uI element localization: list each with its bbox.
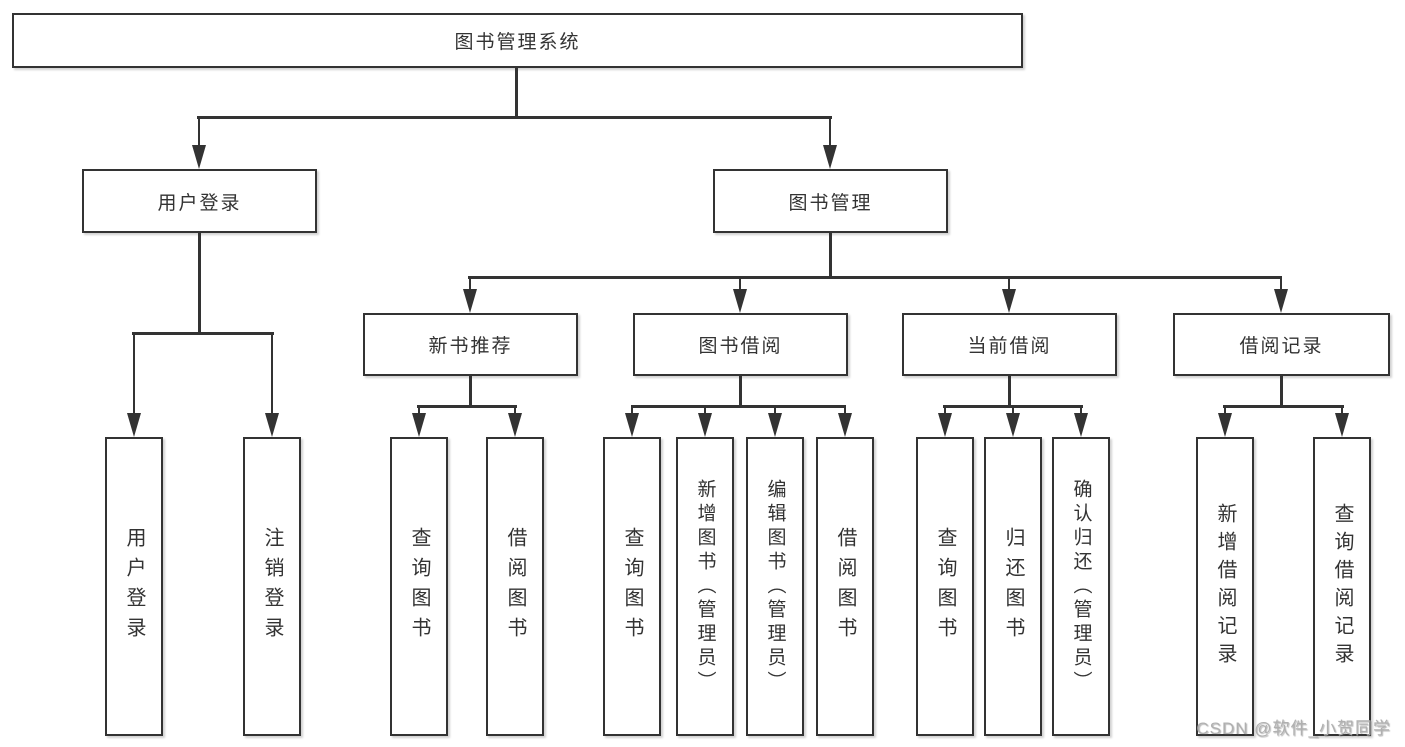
leaf-query-borrow-record-label: 查询借阅记录 — [1331, 502, 1353, 671]
arrow-to-leaf-return-book — [1005, 405, 1021, 437]
leaf-add-book-admin: 新增图书（管理员） — [676, 437, 734, 736]
arrow-to-leaf-borrow-books-2 — [837, 405, 853, 437]
arrow-to-leaf-borrow-books-1 — [507, 405, 523, 437]
leaf-return-book-label: 归还图书 — [1002, 526, 1024, 647]
leaf-borrow-books-2: 借阅图书 — [816, 437, 874, 736]
leaf-query-books-3-label: 查询图书 — [934, 526, 956, 647]
arrow-to-leaf-edit-book — [767, 405, 783, 437]
leaf-add-borrow-record: 新增借阅记录 — [1196, 437, 1254, 736]
connector-new-book-recommend-bar — [417, 405, 517, 408]
node-borrow-records: 借阅记录 — [1173, 313, 1390, 376]
connector-current-borrow-drop — [1008, 376, 1011, 407]
leaf-borrow-books-1-label: 借阅图书 — [504, 526, 526, 647]
connector-borrow-records-drop — [1280, 376, 1283, 407]
arrow-to-user-login — [191, 116, 207, 169]
node-book-borrow-label: 图书借阅 — [698, 336, 783, 357]
leaf-confirm-return-admin: 确认归还（管理员） — [1052, 437, 1110, 736]
leaf-logout-label: 注销登录 — [261, 526, 283, 647]
leaf-edit-book-admin-label: 编辑图书（管理员） — [764, 478, 786, 695]
arrow-to-leaf-query-borrow-record — [1334, 405, 1350, 437]
node-user-login-label: 用户登录 — [157, 192, 242, 214]
arrow-to-book-management — [822, 116, 838, 169]
leaf-query-books-2-label: 查询图书 — [621, 526, 643, 647]
node-current-borrow-label: 当前借阅 — [967, 336, 1052, 357]
arrow-to-leaf-query-books-1 — [411, 405, 427, 437]
node-root: 图书管理系统 — [12, 13, 1023, 68]
node-current-borrow: 当前借阅 — [902, 313, 1117, 376]
leaf-user-login-label: 用户登录 — [123, 526, 145, 647]
connector-book-management-drop — [829, 233, 832, 278]
node-root-label: 图书管理系统 — [454, 32, 581, 53]
leaf-add-book-admin-label: 新增图书（管理员） — [694, 478, 716, 695]
node-new-book-recommend: 新书推荐 — [363, 313, 578, 376]
arrow-to-leaf-confirm-return — [1073, 405, 1089, 437]
connector-user-login-bar — [132, 332, 274, 335]
leaf-borrow-books-1: 借阅图书 — [486, 437, 544, 736]
leaf-borrow-books-2-label: 借阅图书 — [834, 526, 856, 647]
leaf-query-borrow-record: 查询借阅记录 — [1313, 437, 1371, 736]
arrow-to-new-book-recommend — [462, 276, 478, 313]
connector-level2-bar — [468, 276, 1282, 279]
leaf-logout: 注销登录 — [243, 437, 301, 736]
arrow-to-leaf-query-books-2 — [624, 405, 640, 437]
node-book-management: 图书管理 — [713, 169, 948, 233]
connector-root-bar — [197, 116, 832, 119]
arrow-to-borrow-records — [1273, 276, 1289, 313]
connector-user-login-drop — [198, 233, 201, 334]
arrow-to-book-borrow — [732, 276, 748, 313]
arrow-to-leaf-logout — [264, 332, 280, 437]
node-book-borrow: 图书借阅 — [633, 313, 848, 376]
leaf-query-books-3: 查询图书 — [916, 437, 974, 736]
leaf-query-books-1: 查询图书 — [390, 437, 448, 736]
connector-new-book-recommend-drop — [469, 376, 472, 407]
node-user-login: 用户登录 — [82, 169, 317, 233]
arrow-to-leaf-query-books-3 — [937, 405, 953, 437]
connector-book-borrow-bar — [631, 405, 846, 408]
leaf-query-books-1-label: 查询图书 — [408, 526, 430, 647]
connector-book-borrow-drop — [739, 376, 742, 407]
arrow-to-leaf-add-borrow-record — [1217, 405, 1233, 437]
arrow-to-leaf-add-book — [697, 405, 713, 437]
arrow-to-leaf-user-login — [126, 332, 142, 437]
leaf-return-book: 归还图书 — [984, 437, 1042, 736]
node-borrow-records-label: 借阅记录 — [1239, 336, 1324, 357]
node-book-management-label: 图书管理 — [788, 192, 873, 214]
connector-root-drop — [515, 68, 518, 118]
leaf-user-login: 用户登录 — [105, 437, 163, 736]
leaf-query-books-2: 查询图书 — [603, 437, 661, 736]
leaf-add-borrow-record-label: 新增借阅记录 — [1214, 502, 1236, 671]
leaf-edit-book-admin: 编辑图书（管理员） — [746, 437, 804, 736]
arrow-to-current-borrow — [1001, 276, 1017, 313]
connector-borrow-records-bar — [1223, 405, 1344, 408]
node-new-book-recommend-label: 新书推荐 — [428, 336, 513, 357]
leaf-confirm-return-admin-label: 确认归还（管理员） — [1070, 478, 1092, 695]
csdn-watermark: CSDN @软件_小贺同学 — [1196, 719, 1391, 738]
